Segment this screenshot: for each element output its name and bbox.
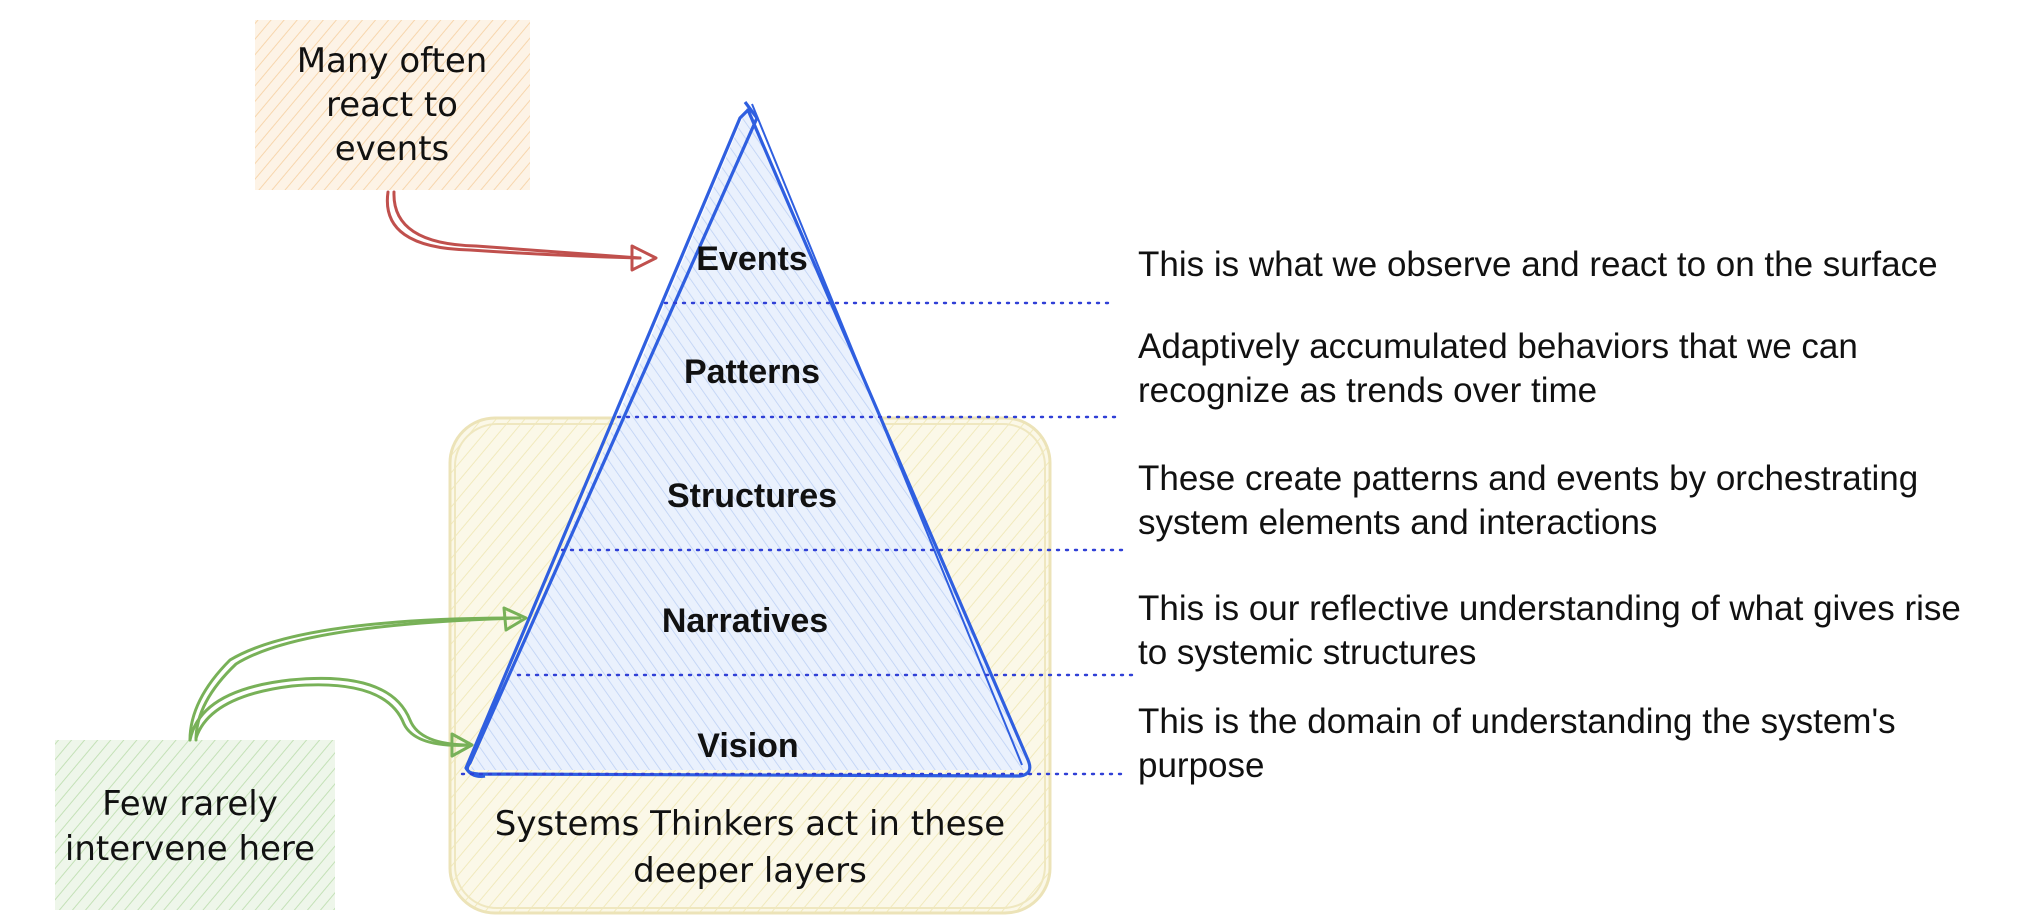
red-arrow-head [630, 244, 658, 272]
top-note-line-3: events [335, 129, 450, 169]
bottom-note-hatch [55, 740, 335, 910]
red-arrow-shaft [385, 190, 642, 260]
description-patterns-line-2: recognize as trends over time [1138, 371, 1597, 410]
layer-dividers [460, 301, 1137, 776]
green-arrow-to-narratives-sketch [194, 616, 522, 742]
bottom-left-note: Few rarely intervene here [55, 740, 335, 910]
red-arrow [385, 190, 658, 272]
green-arrow-to-vision-sketch [194, 683, 472, 747]
red-arrow-shaft-sketch [392, 190, 642, 260]
top-note-line-1: Many often [297, 41, 488, 81]
layer-label-structures: Structures [667, 477, 837, 515]
description-patterns-line-1: Adaptively accumulated behaviors that we… [1138, 327, 1858, 366]
layer-label-patterns: Patterns [684, 353, 820, 391]
green-arrow-to-vision [188, 676, 472, 747]
box-caption-line-1: Systems Thinkers act in these [495, 804, 1005, 844]
description-structures-line-2: system elements and interactions [1138, 503, 1657, 542]
description-events-line-1: This is what we observe and react to on … [1138, 245, 1938, 284]
bottom-note-line-1: Few rarely [102, 784, 278, 824]
description-vision-line-1: This is the domain of understanding the … [1138, 702, 1896, 741]
top-note-line-2: react to [326, 85, 458, 125]
pyramid-outline-sketch [751, 103, 1023, 766]
green-arrow-to-narratives [188, 616, 522, 742]
green-arrow-head-narratives [502, 606, 528, 632]
green-arrow-head-vision [450, 732, 474, 758]
top-note-hatch [255, 20, 530, 190]
green-arrows [188, 606, 528, 758]
layer-labels: Events Patterns Structures Narratives Vi… [662, 240, 837, 765]
box-caption-line-2: deeper layers [633, 851, 867, 891]
description-narratives-line-1: This is our reflective understanding of … [1138, 589, 1961, 628]
pyramid-hatch [470, 105, 1030, 770]
bottom-note-line-2: intervene here [65, 829, 315, 869]
layer-label-vision: Vision [697, 727, 798, 765]
description-vision-line-2: purpose [1138, 746, 1264, 785]
layer-label-events: Events [696, 240, 808, 278]
layer-descriptions: This is what we observe and react to on … [1138, 245, 1961, 785]
description-narratives-line-2: to systemic structures [1138, 633, 1476, 672]
layer-label-narratives: Narratives [662, 602, 828, 640]
top-note: Many often react to events [255, 20, 530, 190]
description-structures-line-1: These create patterns and events by orch… [1138, 459, 1918, 498]
